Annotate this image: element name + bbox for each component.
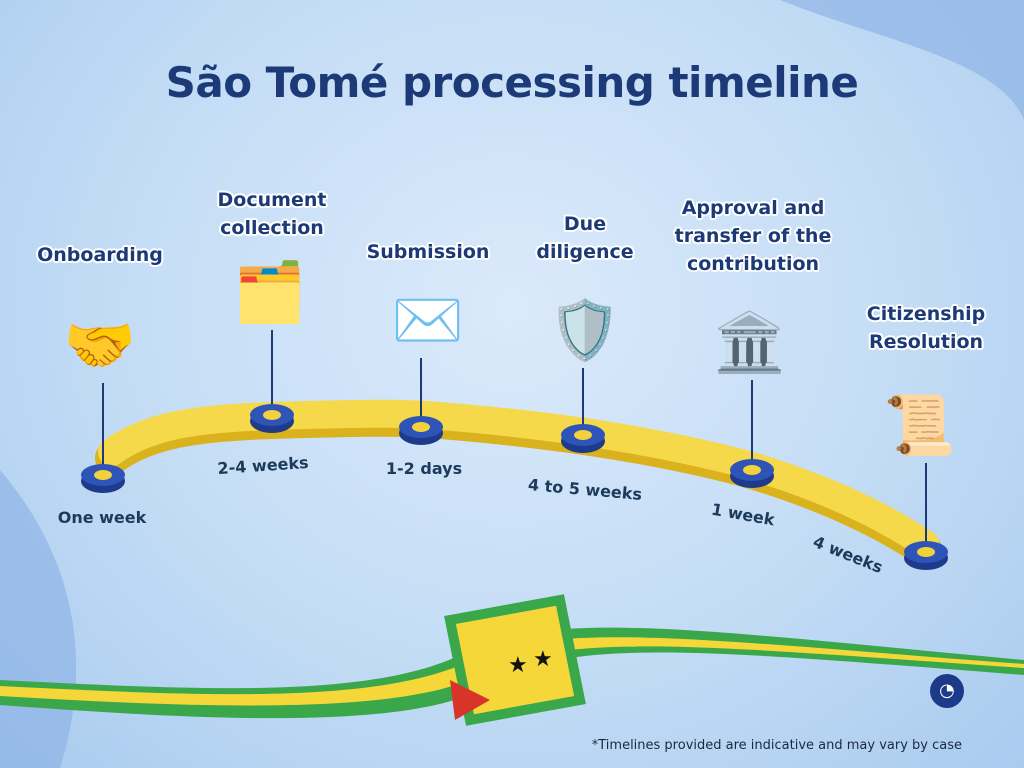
timeline-path	[98, 399, 939, 558]
step-duration: One week	[57, 508, 147, 527]
step-label: Document collection	[218, 186, 327, 242]
step-label-line: Citizenship	[866, 303, 986, 325]
step-label-line: Resolution	[868, 331, 984, 353]
step-label: Onboarding	[37, 241, 163, 269]
step-label-line: collection	[220, 217, 324, 239]
handshake-clipboard-icon: 🤝	[63, 311, 137, 379]
step-label-line: contribution	[686, 253, 820, 275]
page-title: São Tomé processing timeline	[165, 58, 859, 107]
footnote: *Timelines provided are indicative and m…	[591, 738, 962, 753]
step-label: Approval and transfer of the contribution	[675, 194, 832, 278]
step-duration: 1-2 days	[385, 459, 463, 478]
step-label-line: diligence	[536, 241, 634, 263]
step-label-line: Due	[563, 213, 607, 235]
flag-star-icon: ★	[533, 647, 553, 672]
step-label-line: Document	[217, 189, 327, 211]
step-label-line: Submission	[366, 241, 490, 263]
ribbon-top-right	[780, 0, 1024, 120]
flag-star-icon: ★	[508, 653, 528, 678]
step-label-line: Onboarding	[37, 244, 163, 266]
marker-center	[574, 430, 592, 440]
step-label: Submission	[367, 238, 490, 266]
flag-red-triangle	[450, 680, 490, 720]
shield-magnifier-icon: 🛡️	[548, 296, 622, 364]
marker-center	[263, 410, 281, 420]
step-label-line: transfer of the	[674, 225, 832, 247]
certificate-id-icon: 📜	[883, 391, 957, 459]
marker-center	[917, 547, 935, 557]
step-label-line: Approval and	[681, 197, 825, 219]
step-label: Due diligence	[536, 210, 633, 266]
marker-center	[412, 422, 430, 432]
envelope-icon: ✉️	[391, 286, 465, 354]
marker-center	[743, 465, 761, 475]
brand-logo: ◔	[930, 674, 964, 708]
folders-icon: 🗂️	[233, 258, 307, 326]
bank-handshake-icon: 🏛️	[713, 308, 787, 376]
marker-center	[94, 470, 112, 480]
